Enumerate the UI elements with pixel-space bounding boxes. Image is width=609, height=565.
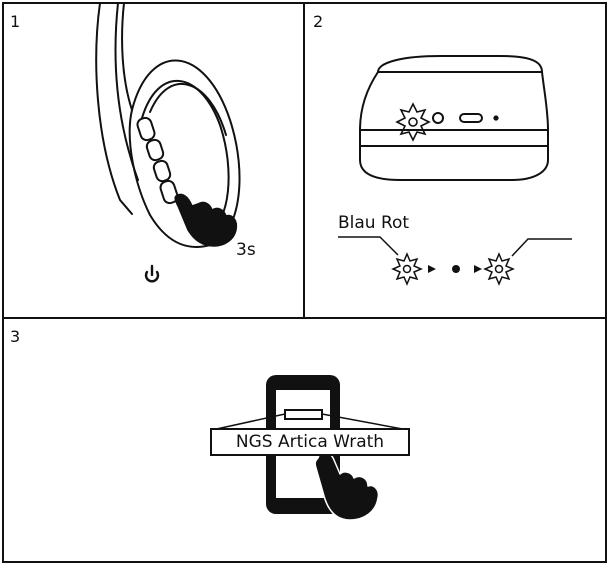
- earcup-bottom-view: [359, 55, 549, 181]
- arrow-icon: [428, 265, 436, 273]
- led-flash-icon: [395, 102, 431, 142]
- led-sequence: [391, 252, 515, 286]
- press-duration-label: 3s: [236, 240, 256, 260]
- bluetooth-device-name[interactable]: NGS Artica Wrath: [210, 428, 410, 456]
- led-flash-icon: [483, 252, 515, 286]
- led-color-label: Blau Rot: [338, 213, 410, 233]
- arrow-icon: [474, 265, 482, 273]
- pointing-hand-icon: [174, 193, 238, 247]
- panel-number-3: 3: [10, 327, 21, 346]
- power-icon: [144, 264, 160, 283]
- led-label-leaders: [338, 236, 572, 257]
- callout-lines: [211, 413, 409, 431]
- headphone-icon: [95, 2, 241, 248]
- panel-number-1: 1: [10, 12, 21, 31]
- panel-number-2: 2: [313, 12, 324, 31]
- led-flash-icon: [391, 252, 423, 286]
- pointing-hand-icon: [314, 451, 380, 521]
- dot-icon: [452, 265, 460, 273]
